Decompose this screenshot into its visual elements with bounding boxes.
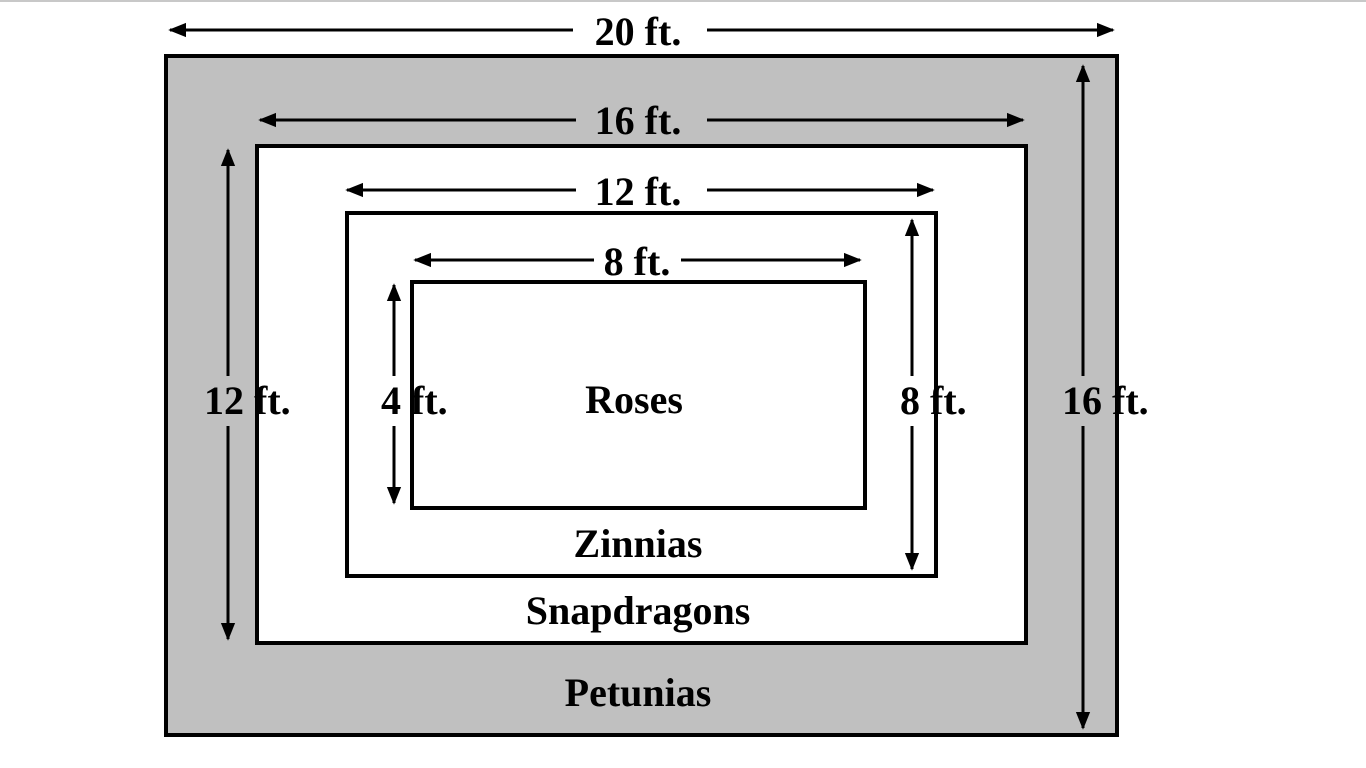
zinnias-label: Zinnias (574, 521, 703, 566)
second-height-label: 12 ft. (204, 378, 291, 423)
outer-width-label: 20 ft. (595, 9, 682, 54)
roses-bed (410, 280, 867, 510)
top-border (0, 0, 1366, 2)
third-height-label: 8 ft. (900, 378, 967, 423)
snapdragons-label: Snapdragons (526, 588, 751, 633)
roses-label: Roses (585, 377, 683, 422)
inner-width-label: 8 ft. (604, 239, 671, 284)
outer-height-label: 16 ft. (1062, 378, 1149, 423)
second-width-label: 16 ft. (595, 98, 682, 143)
inner-height-label: 4 ft. (381, 378, 448, 423)
third-width-label: 12 ft. (595, 169, 682, 214)
petunias-label: Petunias (565, 670, 712, 715)
